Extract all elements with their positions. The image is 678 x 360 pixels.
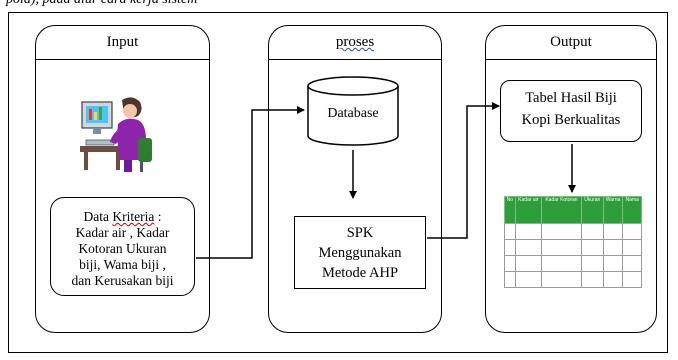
spk-line-1: SPK [346,225,374,241]
database-cylinder-icon [307,76,399,146]
criteria-line-5: dan Kerusakan biji [71,273,174,288]
header-fragment-text: pola), pada alur cara kerja sistem [6,0,197,8]
result-table-header: No Kadar air Kadar Kotoran Ukuran Warna … [504,196,642,224]
spk-line-3: Metode AHP [321,265,399,281]
criteria-line-1: Data Kriteria : [83,209,162,224]
criteria-line-3: Kotoran Ukuran [78,241,167,256]
table-header-cell: Kadar air [514,196,543,224]
table-header-cell: Kadar Kotoran [541,196,582,224]
proses-column-title: proses [269,26,441,60]
criteria-line-2: Kadar air , Kadar [75,225,170,240]
table-row [504,223,642,240]
criteria-line-4: biji, Wama biji , [79,257,166,272]
result-table: No Kadar air Kadar Kotoran Ukuran Warna … [504,196,642,288]
header-fragment: pola), pada alur cara kerja sistem [0,0,678,14]
output-line-1: Tabel Hasil Biji [525,90,617,106]
spk-box: SPK Menggunakan Metode AHP [294,216,426,289]
output-column-title: Output [486,26,656,60]
diagram-frame [8,12,668,353]
input-column-title: Input [36,26,209,60]
input-criteria-box: Data Kriteria : Kadar air , Kadar Kotora… [50,197,195,296]
person-computer-icon [80,97,152,172]
output-result-box: Tabel Hasil Biji Kopi Berkualitas [500,80,642,142]
table-row [504,239,642,256]
arrow-spk-to-output [427,102,500,239]
database-label: Database [327,106,379,121]
spk-line-2: Menggunakan [318,245,402,261]
arrow-input-to-database [196,106,305,259]
table-row [504,255,642,272]
output-line-2: Kopi Berkualitas [521,112,621,128]
table-row [504,271,642,288]
